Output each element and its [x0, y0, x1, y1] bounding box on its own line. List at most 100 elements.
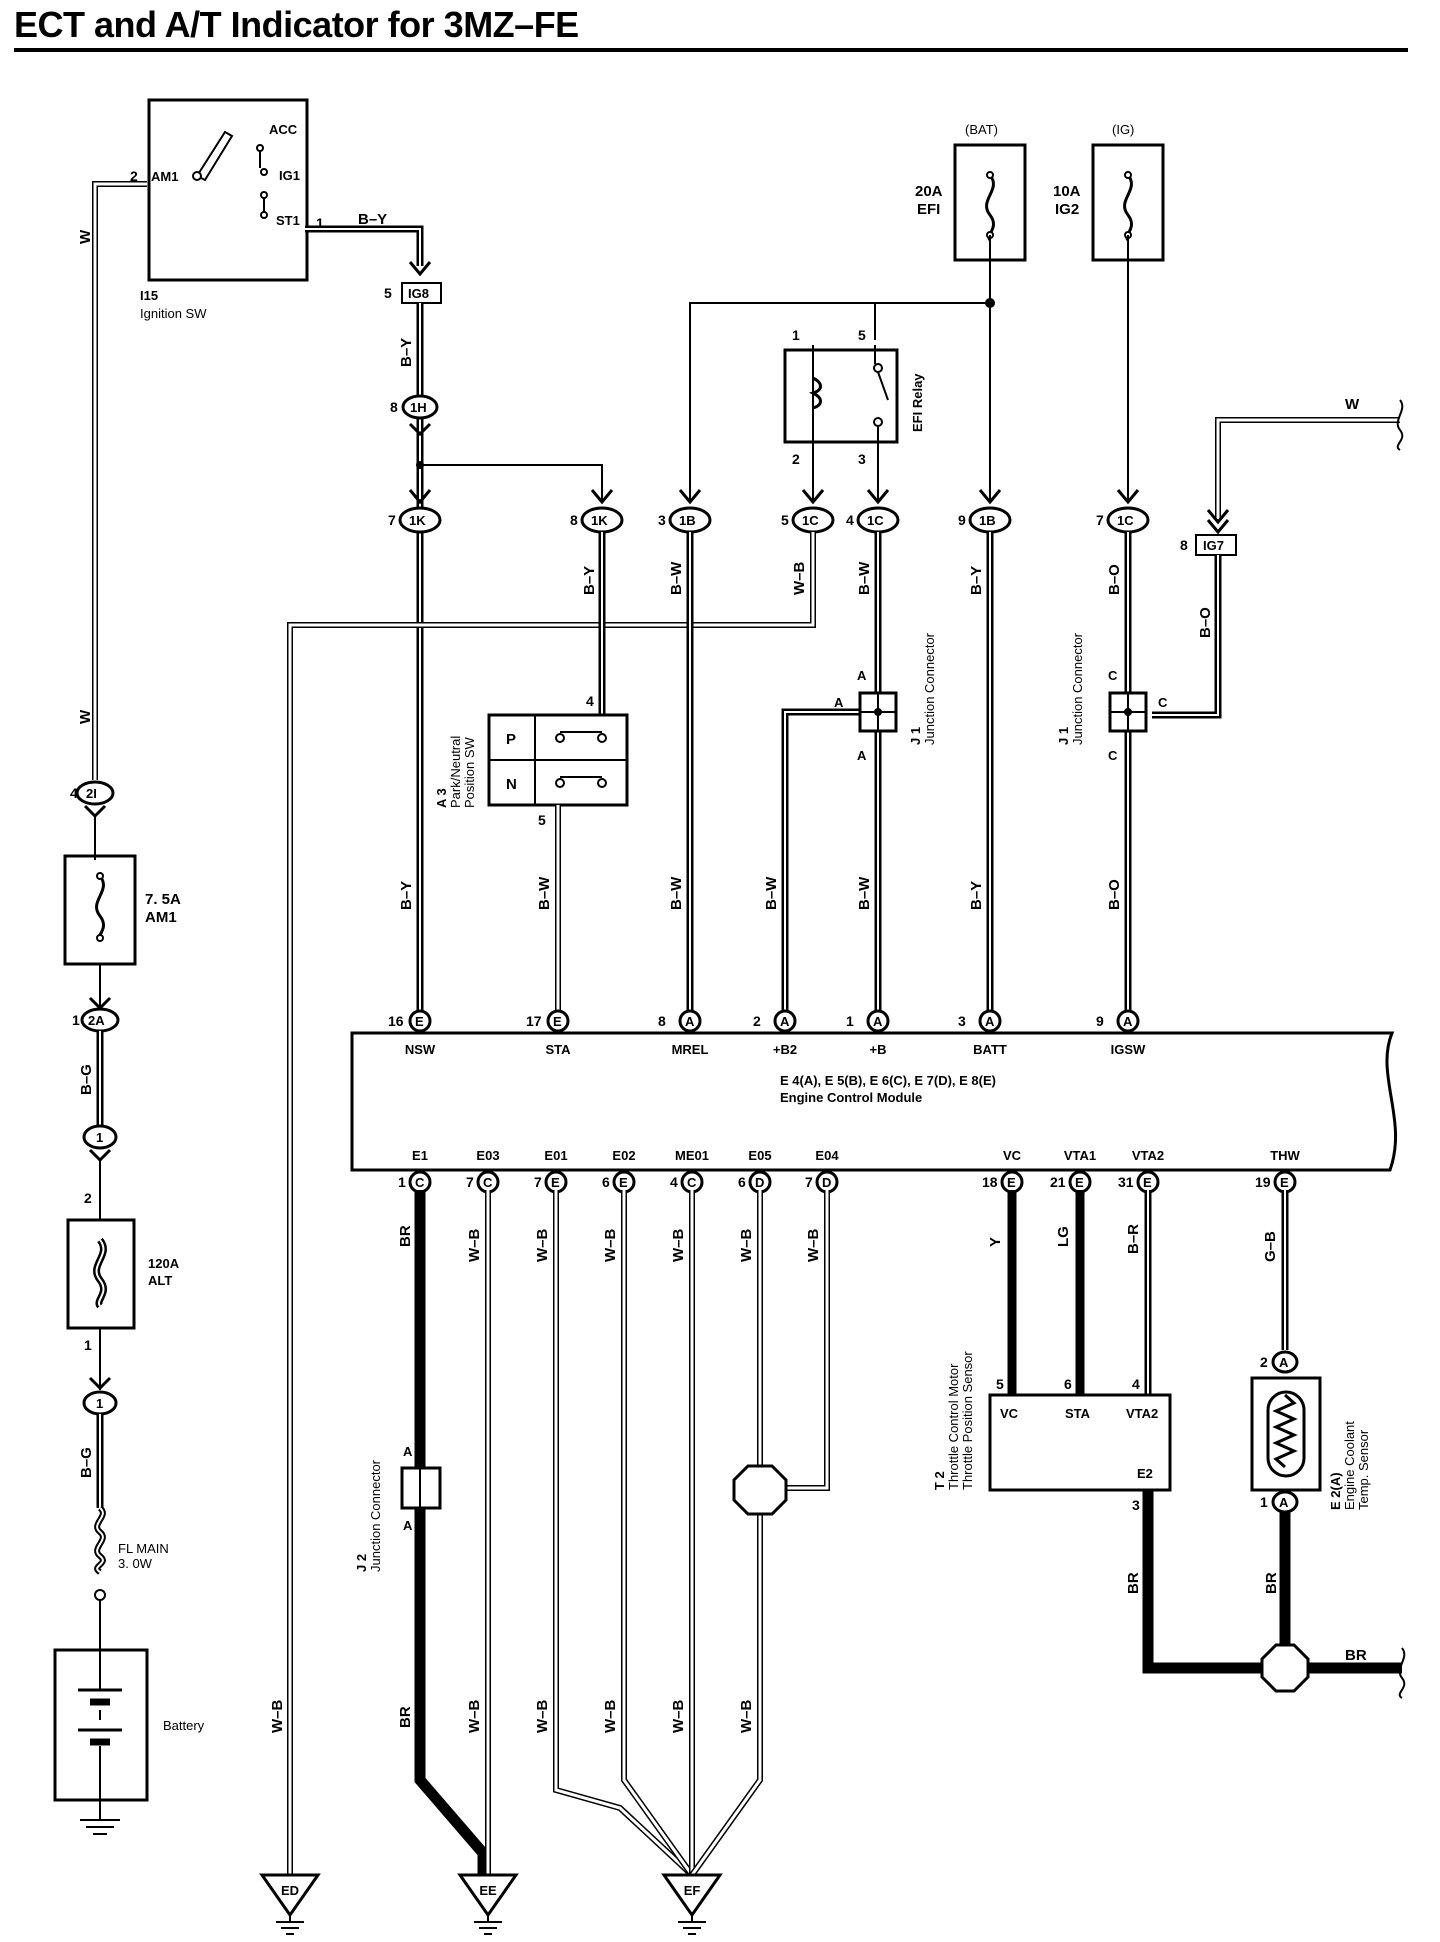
svg-text:7: 7 — [388, 512, 396, 528]
svg-text:(BAT): (BAT) — [965, 122, 998, 137]
terminal-pin: 6 — [602, 1174, 610, 1190]
wire-wb-e05: W–B W–B — [689, 1190, 763, 1877]
terminal-pin: 3 — [958, 1013, 966, 1029]
svg-text:9: 9 — [958, 512, 966, 528]
terminal-name: IGSW — [1111, 1042, 1146, 1057]
svg-text:Y: Y — [987, 1237, 1004, 1247]
svg-text:3. 0W: 3. 0W — [118, 1556, 153, 1571]
fusible-link-fl-main: FL MAIN 3. 0W — [94, 1505, 169, 1601]
svg-text:A: A — [1279, 1495, 1289, 1510]
wire-br-e2: BR — [1125, 1490, 1268, 1674]
svg-text:B–W: B–W — [536, 876, 553, 910]
splice-br — [1260, 1643, 1310, 1693]
wire-w-am1: W W — [77, 181, 147, 780]
terminal-letter: C — [687, 1175, 697, 1190]
svg-text:C: C — [1108, 748, 1118, 763]
splice-e05-e04 — [732, 1464, 788, 1516]
junction-connector-j1-c: C C C J 1 Junction Connector — [1056, 632, 1168, 763]
terminal-pin: 21 — [1050, 1174, 1066, 1190]
svg-text:2: 2 — [792, 451, 800, 467]
ground-ee: EE — [457, 1873, 519, 1935]
terminal-name: NSW — [405, 1042, 436, 1057]
wire-wb-me01: W–B W–B — [670, 1190, 695, 1875]
engine-control-module: E 4(A), E 5(B), E 6(C), E 7(D), E 8(E) E… — [350, 1031, 1398, 1172]
svg-text:7: 7 — [1096, 512, 1104, 528]
svg-text:1: 1 — [96, 1396, 103, 1411]
svg-text:W–B: W–B — [466, 1700, 483, 1734]
svg-text:W–B: W–B — [805, 1229, 822, 1263]
junction-connector-j2: A A J 2 Junction Connector — [354, 1444, 442, 1572]
svg-text:IG7: IG7 — [1203, 538, 1224, 553]
svg-text:AM1: AM1 — [145, 909, 177, 926]
terminal-letter: E — [619, 1175, 628, 1190]
svg-text:B–R: B–R — [1125, 1224, 1142, 1254]
svg-text:4: 4 — [70, 785, 78, 801]
connector-1c-7: 1C 7 — [1096, 489, 1150, 534]
terminal-letter: E — [1075, 1175, 1084, 1190]
terminal-name: E05 — [748, 1148, 771, 1163]
svg-text:EFI: EFI — [917, 201, 940, 218]
terminal-letter: C — [483, 1175, 493, 1190]
svg-text:G–B: G–B — [1262, 1231, 1279, 1262]
svg-text:1: 1 — [792, 327, 800, 343]
svg-text:B–W: B–W — [668, 561, 685, 595]
svg-text:7. 5A: 7. 5A — [145, 891, 181, 908]
terminal-name: E03 — [476, 1148, 499, 1163]
terminal-name: VTA2 — [1132, 1148, 1164, 1163]
svg-text:(IG): (IG) — [1112, 122, 1134, 137]
svg-text:3: 3 — [1132, 1497, 1140, 1513]
junction-connector-j1-a: A A A J 1 Junction Connector — [834, 632, 937, 763]
terminal-name: THW — [1270, 1148, 1300, 1163]
svg-text:Throttle Position Sensor: Throttle Position Sensor — [960, 1351, 975, 1490]
svg-text:2: 2 — [84, 1190, 92, 1206]
svg-text:B–Y: B–Y — [968, 566, 985, 595]
terminal-pin: 16 — [388, 1013, 404, 1029]
connector-1b-9: 1B 9 — [958, 489, 1012, 534]
terminal-name: VTA1 — [1064, 1148, 1096, 1163]
svg-text:ACC: ACC — [269, 122, 298, 137]
svg-text:Junction Connector: Junction Connector — [368, 1459, 383, 1572]
svg-text:3: 3 — [858, 451, 866, 467]
svg-text:B–Y: B–Y — [398, 338, 415, 367]
svg-text:B–G: B–G — [78, 1064, 95, 1095]
svg-text:B–Y: B–Y — [581, 566, 598, 595]
connector-1k-8: 1K 8 — [570, 489, 624, 534]
svg-text:A 3: A 3 — [434, 788, 449, 808]
svg-text:W: W — [77, 709, 94, 724]
svg-text:W–B: W–B — [602, 1229, 619, 1263]
ecm-terminal-b2: A2+B2 — [753, 1009, 797, 1057]
svg-text:T 2: T 2 — [932, 1471, 947, 1490]
throttle-position-sensor: 5 6 4 VC STA VTA2 E2 3 T 2 Throttle Cont… — [932, 1351, 1172, 1513]
svg-text:8: 8 — [390, 399, 398, 415]
ground-battery — [80, 1819, 120, 1835]
svg-text:A: A — [857, 748, 867, 763]
terminal-name: STA — [545, 1042, 571, 1057]
svg-text:W: W — [1345, 396, 1360, 413]
wire-wb-e02: W–B W–B — [602, 1190, 695, 1877]
terminal-pin: 1 — [398, 1174, 406, 1190]
svg-text:A: A — [834, 695, 844, 710]
svg-text:4: 4 — [586, 693, 594, 709]
terminal-letter: A — [780, 1014, 790, 1029]
svg-text:Position SW: Position SW — [462, 736, 477, 808]
svg-text:A: A — [1279, 1355, 1289, 1370]
svg-text:1: 1 — [72, 1012, 80, 1028]
svg-text:P: P — [506, 731, 516, 748]
connector-1h: 1H 8 — [390, 394, 439, 437]
svg-text:IG1: IG1 — [279, 168, 300, 183]
svg-text:B–W: B–W — [668, 876, 685, 910]
svg-text:BR: BR — [397, 1706, 414, 1728]
terminal-pin: 2 — [753, 1013, 761, 1029]
terminal-letter: A — [685, 1014, 695, 1029]
terminal-letter: E — [551, 1175, 560, 1190]
terminal-pin: 1 — [846, 1013, 854, 1029]
svg-text:1C: 1C — [867, 513, 884, 528]
svg-text:W–B: W–B — [534, 1229, 551, 1263]
svg-text:J 1: J 1 — [1056, 727, 1071, 745]
ignition-switch: 2 AM1 ACC IG1 ST1 1 I15 Ignition SW — [130, 98, 324, 321]
